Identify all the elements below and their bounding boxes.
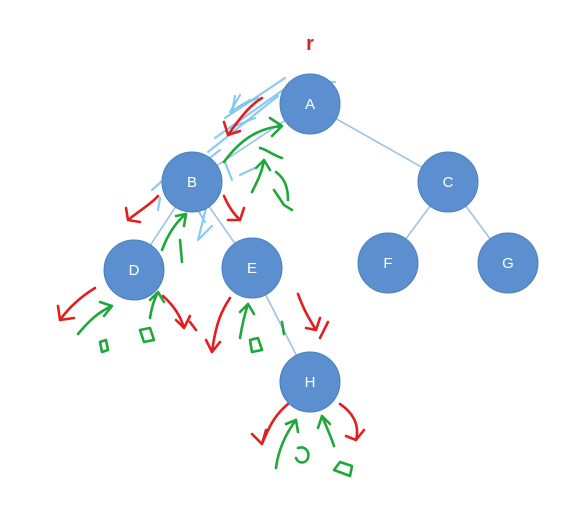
node-F: F bbox=[357, 232, 419, 294]
red-arrow-marks bbox=[56, 96, 366, 446]
node-C: C bbox=[417, 151, 479, 213]
node-D: D bbox=[103, 239, 165, 301]
node-circle-G bbox=[477, 232, 539, 294]
node-circle-C bbox=[417, 151, 479, 213]
node-circle-A bbox=[279, 73, 341, 135]
node-label-E: E bbox=[247, 260, 257, 277]
green-arrow-marks bbox=[76, 116, 354, 478]
node-A: A bbox=[279, 73, 341, 135]
node-H: H bbox=[279, 351, 341, 413]
node-label-B: B bbox=[187, 174, 197, 191]
node-circle-B bbox=[161, 151, 223, 213]
node-label-A: A bbox=[305, 96, 315, 113]
node-E: E bbox=[221, 237, 283, 299]
node-G: G bbox=[477, 232, 539, 294]
node-label-C: C bbox=[443, 174, 454, 191]
node-label-H: H bbox=[305, 374, 316, 391]
node-circle-H bbox=[279, 351, 341, 413]
node-label-F: F bbox=[383, 255, 392, 272]
node-label-G: G bbox=[502, 255, 514, 272]
tree-edges bbox=[133, 103, 509, 383]
node-circle-E bbox=[221, 237, 283, 299]
node-circle-D bbox=[103, 239, 165, 301]
tree-nodes: A B C D E F G H bbox=[103, 73, 539, 413]
node-B: B bbox=[161, 151, 223, 213]
node-circle-F bbox=[357, 232, 419, 294]
node-label-D: D bbox=[129, 262, 140, 279]
root-pointer-label: r bbox=[306, 33, 314, 55]
